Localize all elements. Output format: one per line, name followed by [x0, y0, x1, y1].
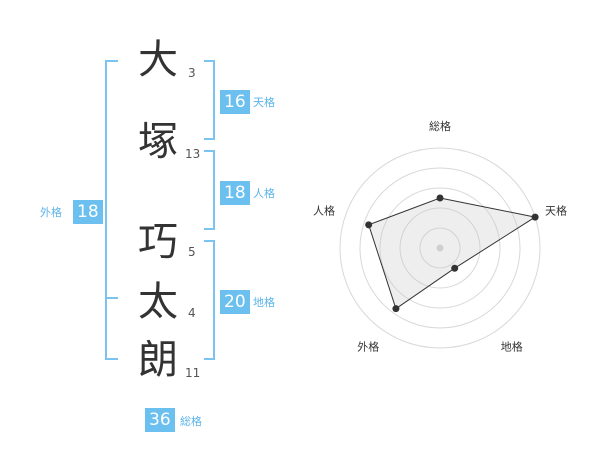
- soukaku-label: 総格: [180, 415, 202, 428]
- tenkaku-value-badge: 16: [220, 90, 250, 114]
- name-char-3: 巧: [138, 219, 178, 265]
- stroke-count-4: 4: [188, 306, 196, 320]
- radar-grid-ring: [339, 147, 541, 349]
- radar-grid-ring: [399, 207, 481, 289]
- name-char-5: 朗: [138, 337, 178, 383]
- radar-axis-label: 外格: [357, 340, 379, 354]
- radar-center-dot: [436, 244, 444, 252]
- chikaku-bracket: [204, 240, 215, 360]
- stroke-count-5: 11: [185, 366, 201, 380]
- jinkaku-label: 人格: [253, 187, 275, 200]
- chikaku-value-badge: 20: [220, 290, 250, 314]
- name-char-2: 塚: [138, 119, 178, 165]
- gaikaku-label: 外格: [40, 206, 62, 219]
- jinkaku-bracket: [204, 150, 215, 230]
- tenkaku-bracket: [204, 60, 215, 140]
- radar-grid-ring: [419, 227, 461, 269]
- radar-point-1: [436, 194, 444, 202]
- radar-point-3: [451, 264, 459, 272]
- name-char-1: 大: [138, 37, 178, 83]
- radar-point-5: [365, 221, 373, 229]
- radar-axis-label: 天格: [545, 203, 567, 217]
- radar-point-4: [392, 305, 400, 313]
- stroke-count-3: 5: [188, 245, 196, 259]
- name-char-4: 太: [138, 279, 178, 325]
- radar-grid-ring: [379, 187, 501, 309]
- gaikaku-value-badge: 18: [73, 200, 103, 224]
- soukaku-value-badge: 36: [145, 408, 175, 432]
- radar-point-2: [531, 213, 539, 221]
- radar-axis-label: 総格: [429, 119, 451, 133]
- tenkaku-label: 天格: [253, 96, 275, 109]
- radar-series-area: [368, 197, 537, 310]
- gaikaku-bracket: [105, 60, 118, 360]
- radar-axis-label: 地格: [501, 340, 523, 354]
- stroke-count-2: 13: [185, 147, 201, 161]
- chikaku-label: 地格: [253, 296, 275, 309]
- stroke-count-1: 3: [188, 66, 196, 80]
- radar-axis-label: 人格: [313, 203, 335, 217]
- jinkaku-value-badge: 18: [220, 181, 250, 205]
- radar-grid-ring: [359, 167, 521, 329]
